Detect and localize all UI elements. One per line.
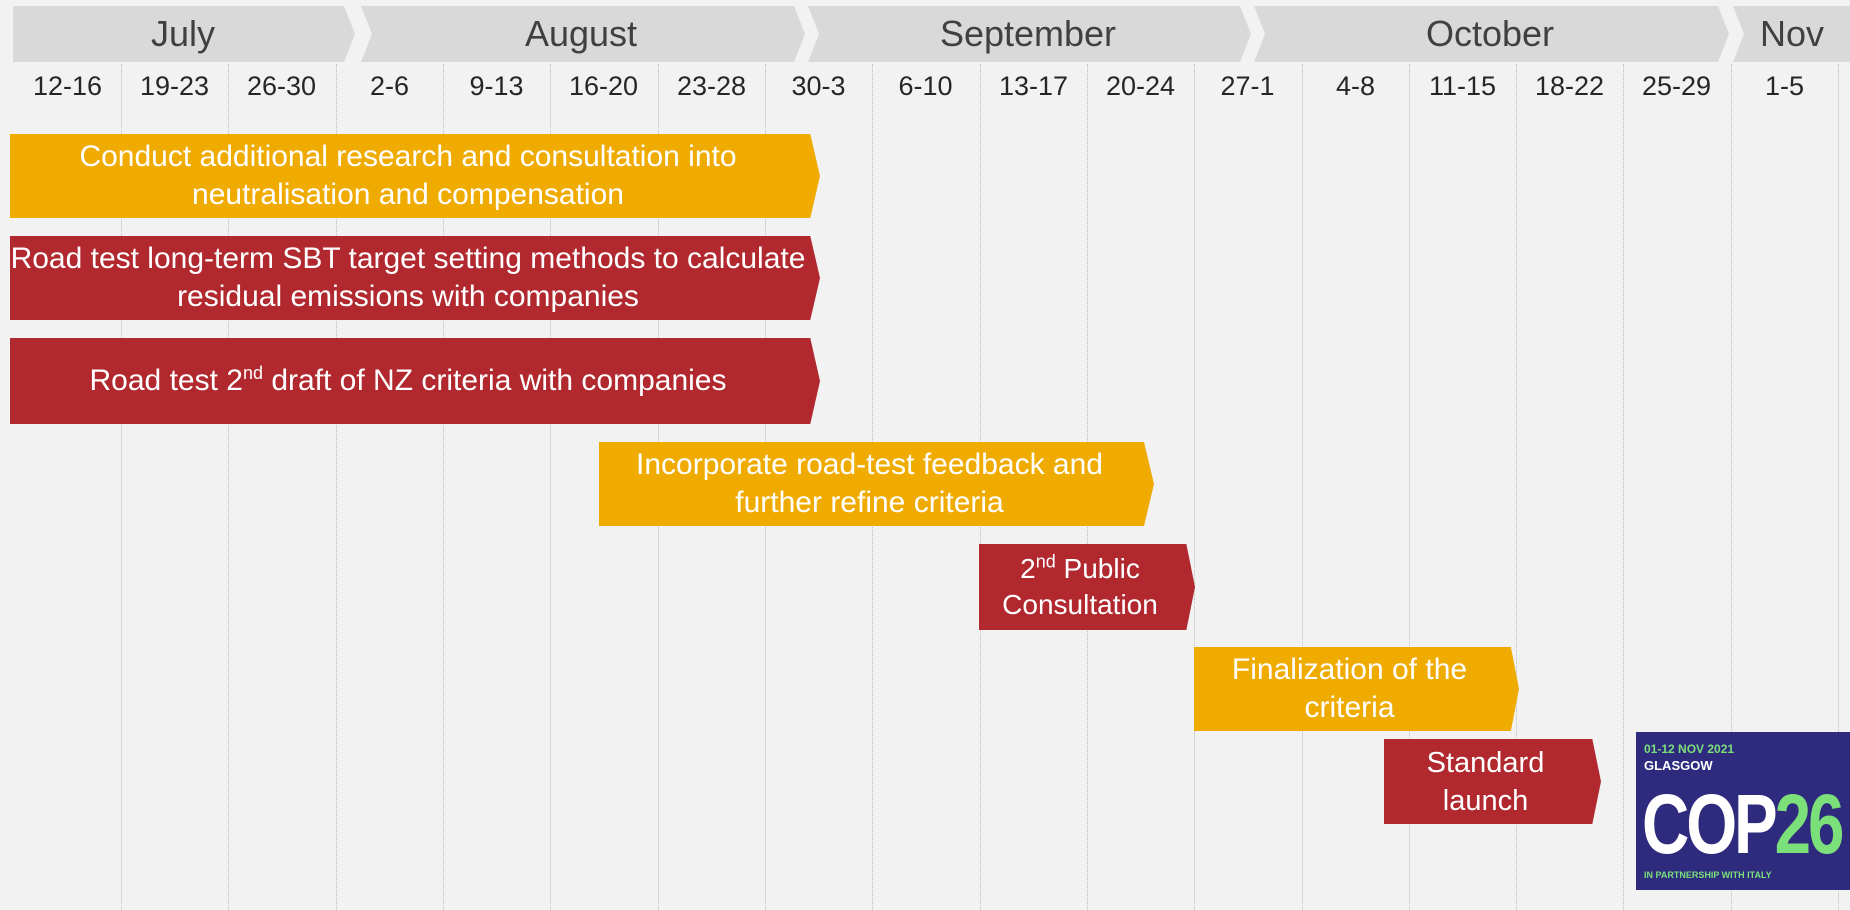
month-shape-nov xyxy=(1733,6,1850,62)
month-nov: Nov xyxy=(1759,13,1825,54)
gridline xyxy=(1409,64,1410,910)
gridline xyxy=(1731,64,1732,910)
logo-city: GLASGOW xyxy=(1644,758,1713,773)
task-label: Incorporate road-test feedback and furth… xyxy=(636,448,1103,519)
week-label: 26-30 xyxy=(246,70,317,101)
gridline xyxy=(1194,64,1195,910)
month-shape-september xyxy=(808,6,1251,62)
week-label: 20-24 xyxy=(1105,70,1176,101)
week-label: 4-8 xyxy=(1335,70,1376,101)
task-incorporate-feedback: Incorporate road-test feedback and furth… xyxy=(599,442,1154,526)
task-standard-launch: Standard launch xyxy=(1384,739,1601,824)
gridline xyxy=(336,64,337,910)
month-september: September xyxy=(939,13,1117,54)
week-label: 13-17 xyxy=(998,70,1069,101)
gridline xyxy=(1516,64,1517,910)
month-shape-july xyxy=(13,6,355,62)
week-label: 2-6 xyxy=(369,70,410,101)
gridline xyxy=(121,64,122,910)
week-label: 19-23 xyxy=(139,70,210,101)
cop26-logo: 01-12 NOV 2021 GLASGOW COP26 IN PARTNERS… xyxy=(1636,732,1850,890)
week-label: 11-15 xyxy=(1428,70,1497,101)
week-label: 16-20 xyxy=(568,70,639,101)
task-road-test-nz-criteria: Road test 2nd draft of NZ criteria with … xyxy=(10,338,820,424)
gridline xyxy=(550,64,551,910)
gridline xyxy=(443,64,444,910)
task-label: Finalization of the criteria xyxy=(1231,653,1468,724)
month-shape-october xyxy=(1254,6,1729,62)
task-label: Conduct additional research and consulta… xyxy=(79,140,737,211)
task-label: Road test 2nd draft of NZ criteria with … xyxy=(89,363,727,397)
gridline xyxy=(228,64,229,910)
task-label: 2nd Public Consultation xyxy=(1002,551,1158,620)
task-road-test-sbt-methods: Road test long-term SBT target setting m… xyxy=(10,236,820,320)
task-finalization: Finalization of the criteria xyxy=(1194,647,1519,731)
week-label: 23-28 xyxy=(676,70,747,101)
gridline xyxy=(1623,64,1624,910)
week-label: 9-13 xyxy=(469,70,524,101)
task-label: Standard launch xyxy=(1426,746,1545,817)
week-label: 1-5 xyxy=(1764,70,1805,101)
month-header-shapes xyxy=(13,6,1850,62)
week-label: 30-3 xyxy=(791,70,846,101)
logo-wordmark: COP26 xyxy=(1642,777,1844,871)
task-public-consultation: 2nd Public Consultation xyxy=(979,544,1195,630)
week-label: 25-29 xyxy=(1641,70,1712,101)
logo-partner: IN PARTNERSHIP WITH ITALY xyxy=(1644,870,1772,880)
month-july: July xyxy=(150,13,216,54)
month-shape-august xyxy=(361,6,805,62)
gridline xyxy=(1302,64,1303,910)
task-research-consultation: Conduct additional research and consulta… xyxy=(10,134,820,218)
week-label: 6-10 xyxy=(898,70,953,101)
gridline xyxy=(1838,64,1839,910)
logo-dates: 01-12 NOV 2021 xyxy=(1644,742,1735,756)
month-august: August xyxy=(524,13,638,54)
month-october: October xyxy=(1425,13,1555,54)
week-label: 18-22 xyxy=(1534,70,1605,101)
week-label: 27-1 xyxy=(1220,70,1275,101)
task-label: Road test long-term SBT target setting m… xyxy=(10,242,806,313)
week-label: 12-16 xyxy=(32,70,103,101)
